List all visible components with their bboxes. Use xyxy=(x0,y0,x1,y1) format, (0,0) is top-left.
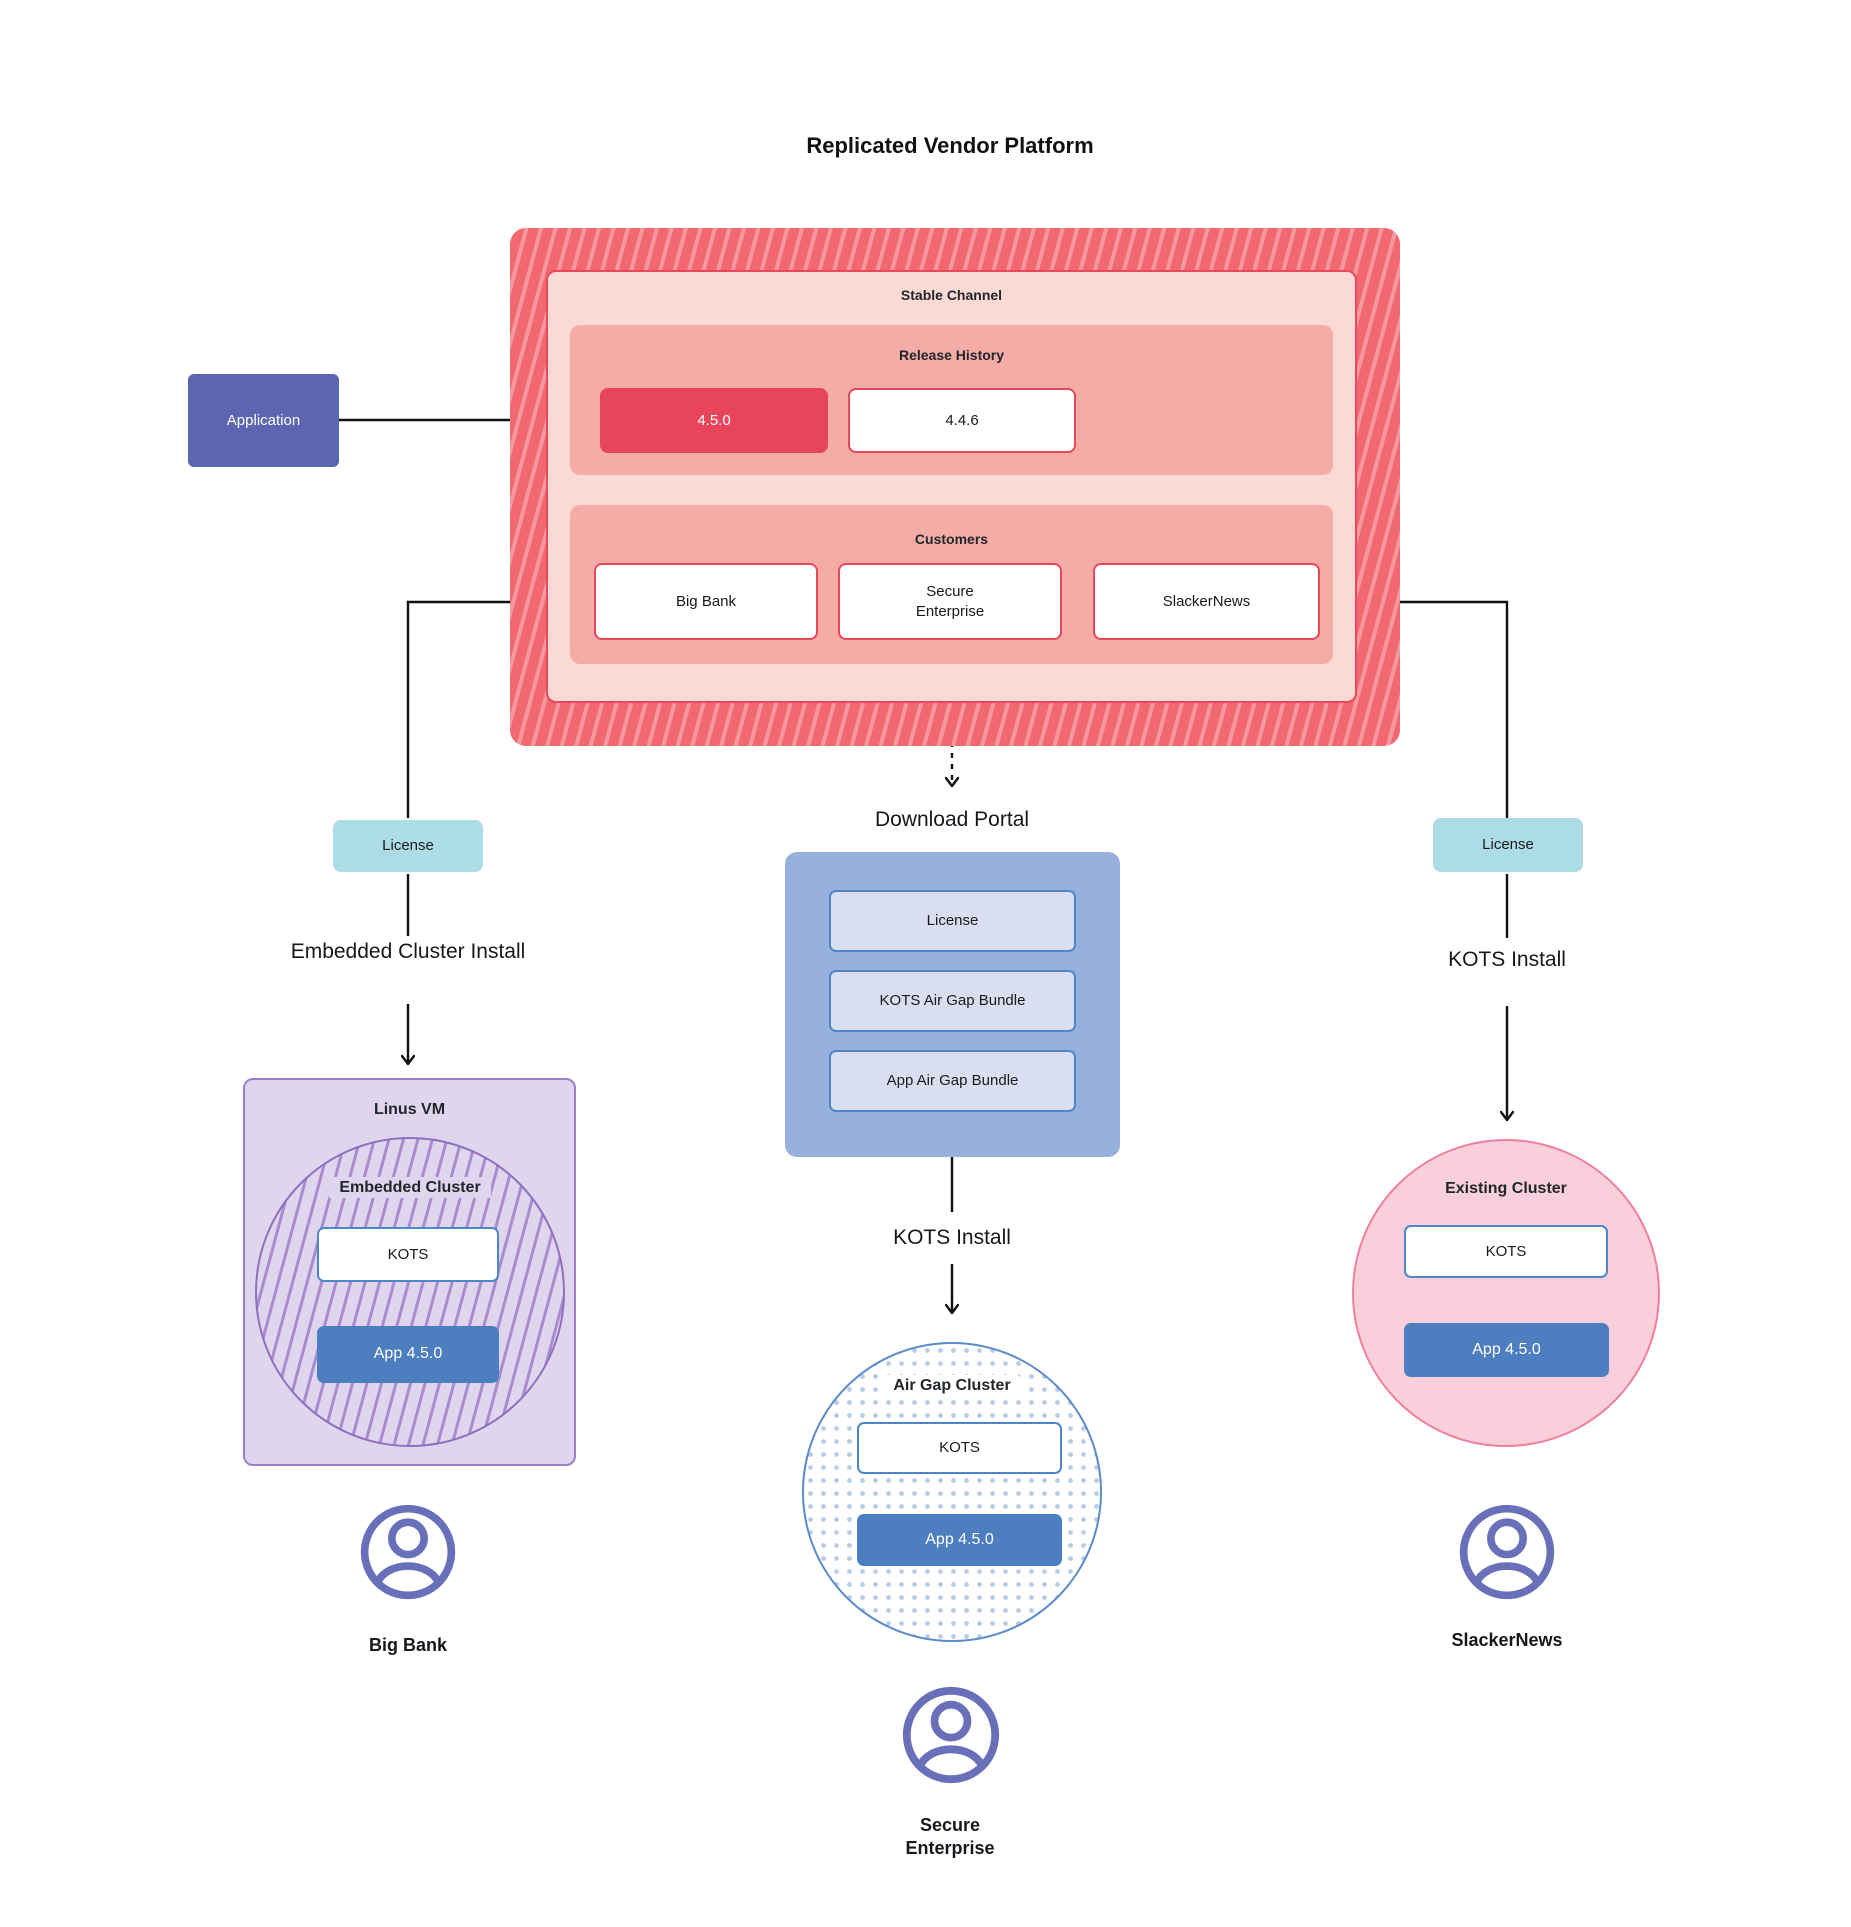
release-history-label: Release History xyxy=(898,347,1005,363)
app-node-left: App 4.5.0 xyxy=(317,1326,499,1383)
app-node-center: App 4.5.0 xyxy=(857,1514,1062,1566)
license-node-left: License xyxy=(333,820,483,872)
app-node-right: App 4.5.0 xyxy=(1404,1323,1609,1377)
user-label-big-bank: Big Bank xyxy=(368,1635,447,1655)
air-gap-cluster-label: Air Gap Cluster xyxy=(802,1375,1102,1397)
user-label-slackernews: SlackerNews xyxy=(1451,1630,1563,1650)
application-node: Application xyxy=(188,374,339,467)
existing-cluster-label: Existing Cluster xyxy=(1445,1180,1567,1197)
customers-label: Customers xyxy=(914,531,989,547)
user-icon xyxy=(1459,1504,1555,1600)
linus-vm-label: Linus VM xyxy=(373,1101,446,1118)
user-icon xyxy=(360,1504,456,1600)
customer-slackernews: SlackerNews xyxy=(1093,563,1320,640)
embedded-cluster-label: Embedded Cluster xyxy=(255,1177,565,1199)
license-node-right: License xyxy=(1433,818,1583,872)
portal-item-license: License xyxy=(829,890,1076,952)
page-title: Replicated Vendor Platform xyxy=(806,133,1094,158)
existing-cluster-circle xyxy=(1352,1139,1660,1447)
portal-item-app-airgap-bundle: App Air Gap Bundle xyxy=(829,1050,1076,1112)
kots-node-left: KOTS xyxy=(317,1227,499,1282)
release-4-4-6: 4.4.6 xyxy=(848,388,1076,453)
kots-node-center: KOTS xyxy=(857,1422,1062,1474)
kots-node-right: KOTS xyxy=(1404,1225,1608,1278)
customer-big-bank: Big Bank xyxy=(594,563,818,640)
portal-item-kots-airgap-bundle: KOTS Air Gap Bundle xyxy=(829,970,1076,1032)
user-icon xyxy=(902,1686,1000,1784)
embedded-cluster-install-label: Embedded Cluster Install xyxy=(290,940,526,963)
customer-secure-enterprise: Secure Enterprise xyxy=(838,563,1062,640)
user-label-secure-enterprise: Secure Enterprise xyxy=(905,1815,995,1859)
download-portal-title: Download Portal xyxy=(874,808,1030,831)
kots-install-label-center: KOTS Install xyxy=(893,1226,1011,1249)
release-4-5-0: 4.5.0 xyxy=(600,388,828,453)
stable-channel-label: Stable Channel xyxy=(900,287,1003,303)
kots-install-label-right: KOTS Install xyxy=(1448,948,1566,971)
